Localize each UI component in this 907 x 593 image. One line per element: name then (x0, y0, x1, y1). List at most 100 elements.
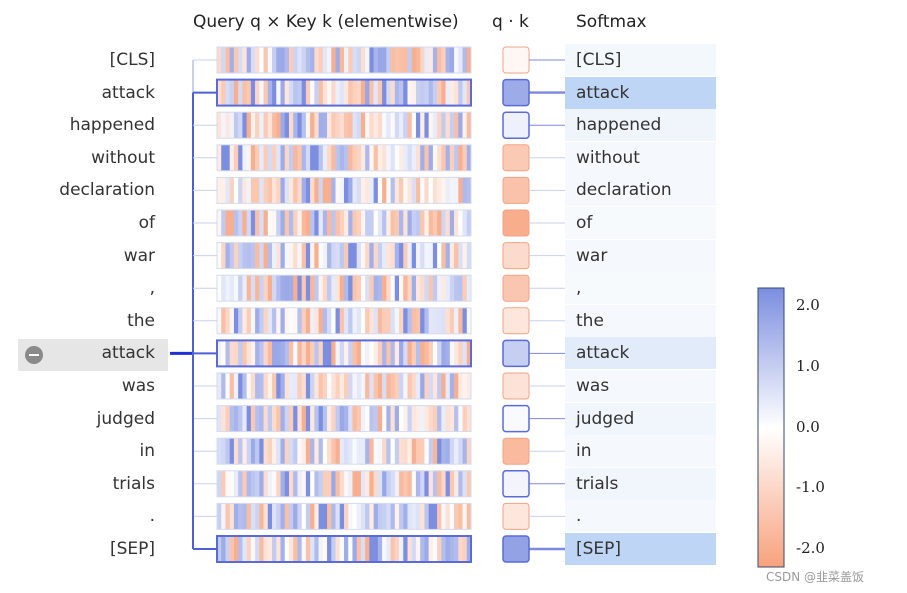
product-stripe (225, 536, 230, 562)
product-stripe (386, 79, 391, 106)
product-stripe (314, 210, 319, 236)
key-token[interactable]: . (565, 500, 716, 533)
product-stripe (267, 144, 273, 171)
product-stripe (437, 438, 442, 465)
product-stripe (437, 340, 442, 367)
key-token[interactable]: attack (565, 337, 716, 370)
product-stripe (394, 79, 400, 106)
product-stripe (449, 340, 455, 367)
product-stripe (420, 536, 425, 562)
key-token[interactable]: without (565, 141, 716, 174)
product-stripe (284, 536, 290, 562)
product-stripe (297, 112, 302, 139)
colorbar-tick-label: 2.0 (796, 296, 820, 315)
product-stripe (424, 307, 429, 334)
key-token[interactable]: , (565, 272, 716, 305)
product-stripe (428, 177, 434, 204)
query-token[interactable]: , (149, 278, 155, 299)
query-token[interactable]: war (123, 245, 155, 266)
product-stripe (382, 405, 387, 432)
product-stripe (335, 503, 341, 530)
product-stripe (437, 405, 442, 432)
query-token[interactable]: judged (96, 408, 155, 429)
query-token[interactable]: attack (101, 343, 155, 364)
query-token[interactable]: [SEP] (109, 539, 155, 559)
product-stripe (242, 340, 247, 367)
product-stripe (331, 275, 336, 302)
product-stripe (441, 470, 446, 497)
product-stripe (369, 177, 374, 204)
query-token[interactable]: in (139, 441, 156, 462)
query-token[interactable]: [CLS] (109, 50, 155, 70)
product-stripe (386, 144, 391, 171)
product-stripe (280, 275, 286, 302)
product-stripe (458, 340, 463, 367)
key-token[interactable]: happened (565, 109, 716, 142)
product-stripe (318, 112, 324, 139)
query-token[interactable]: happened (69, 115, 155, 136)
product-stripe (458, 438, 463, 465)
product-stripe (403, 79, 408, 106)
product-stripe (445, 340, 451, 367)
product-stripe (356, 438, 362, 465)
query-token[interactable]: was (121, 376, 155, 396)
product-stripe (267, 470, 273, 497)
product-stripe (301, 405, 307, 432)
product-stripe (238, 79, 243, 106)
key-token[interactable]: [SEP] (565, 533, 716, 565)
key-token[interactable]: in (565, 435, 716, 468)
product-stripe (373, 47, 379, 73)
query-token[interactable]: attack (101, 82, 155, 103)
product-stripe (263, 405, 269, 432)
query-token[interactable]: declaration (59, 180, 155, 201)
key-token[interactable]: judged (565, 402, 716, 435)
product-stripe (259, 210, 264, 236)
product-stripe (403, 210, 408, 236)
selected-query-highlight (18, 339, 168, 371)
product-stripe (428, 307, 434, 334)
product-stripe (293, 210, 298, 236)
minus-circle-icon[interactable] (25, 346, 43, 364)
product-stripe (229, 405, 235, 432)
query-token[interactable]: the (127, 310, 155, 331)
product-stripe (255, 405, 260, 432)
product-stripe (217, 275, 222, 302)
key-token[interactable]: was (565, 370, 716, 402)
product-stripe (394, 112, 400, 139)
product-stripe (420, 177, 425, 204)
product-stripe (386, 210, 391, 236)
query-token[interactable]: . (149, 506, 155, 527)
key-token[interactable]: attack (565, 76, 716, 109)
key-token[interactable]: of (565, 207, 716, 239)
key-token[interactable]: the (565, 304, 716, 337)
product-stripe (437, 307, 442, 334)
product-stripe (250, 503, 256, 530)
product-stripe (284, 47, 290, 73)
product-stripe (250, 536, 256, 562)
product-stripe (344, 307, 349, 334)
product-stripe (314, 177, 319, 204)
product-stripe (360, 470, 366, 497)
product-stripe (229, 79, 235, 106)
key-token[interactable]: [CLS] (565, 44, 716, 76)
product-stripe (415, 275, 421, 302)
product-stripe (407, 275, 413, 302)
product-stripe (382, 79, 387, 106)
key-token[interactable]: war (565, 239, 716, 272)
product-stripe (233, 47, 239, 73)
query-token[interactable]: of (138, 213, 155, 233)
product-stripe (314, 340, 319, 367)
product-stripe (428, 438, 434, 465)
product-stripe (466, 210, 472, 236)
product-stripe (221, 210, 226, 236)
product-stripe (399, 307, 404, 334)
query-token[interactable]: trials (112, 473, 155, 494)
query-token[interactable]: without (91, 147, 155, 168)
product-stripe (238, 536, 243, 562)
dot-product-cell (502, 437, 530, 465)
key-token[interactable]: trials (565, 467, 716, 500)
product-stripe (288, 112, 294, 139)
product-stripe (246, 373, 252, 399)
product-stripe (428, 405, 434, 432)
key-token[interactable]: declaration (565, 174, 716, 207)
